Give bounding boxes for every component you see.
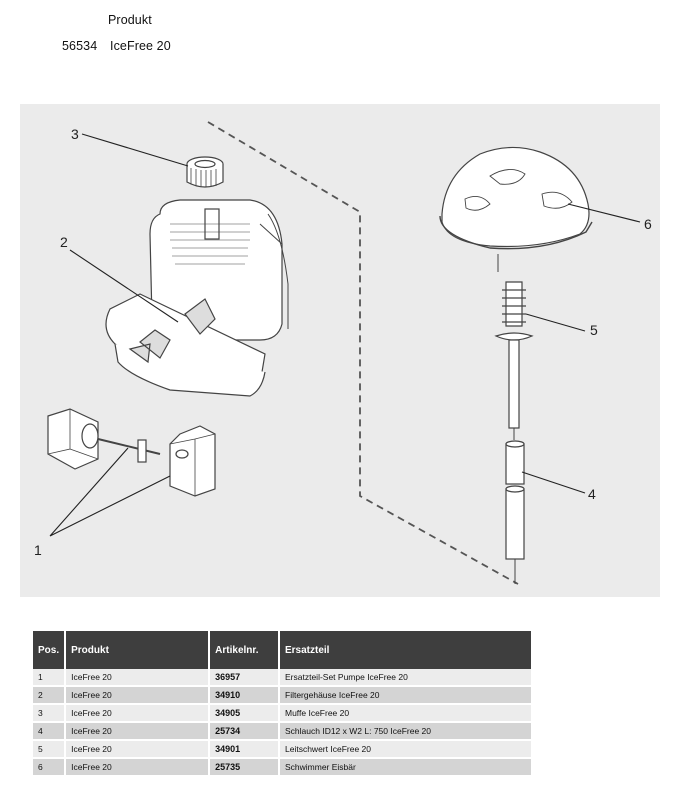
- table-row: 3 IceFree 20 34905 Muffe IceFree 20: [33, 704, 531, 723]
- table-row: 4 IceFree 20 25734 Schlauch ID12 x W2 L:…: [33, 722, 531, 741]
- cell-pos: 3: [33, 704, 67, 723]
- cell-spare-part: Ersatzteil-Set Pumpe IceFree 20: [279, 669, 531, 687]
- cell-spare-part: Leitschwert IceFree 20: [279, 740, 531, 759]
- spare-parts-table: Pos. Produkt Artikelnr. Ersatzteil 1 Ice…: [33, 631, 531, 777]
- cell-product: IceFree 20: [65, 686, 211, 705]
- cell-article-number: 34901: [209, 740, 280, 759]
- cell-article-number: 34905: [209, 704, 280, 723]
- table-row: 2 IceFree 20 34910 Filtergehäuse IceFree…: [33, 686, 531, 705]
- guide-sword-part: [494, 281, 534, 440]
- pump-part: [47, 408, 216, 497]
- product-name: IceFree 20: [110, 39, 171, 53]
- callout-6: 6: [644, 216, 652, 232]
- exploded-view-diagram: 3 2 1 6 5 4: [20, 104, 660, 597]
- float-part: [439, 146, 593, 272]
- hose-part: [505, 440, 525, 584]
- cell-spare-part: Schlauch ID12 x W2 L: 750 IceFree 20: [279, 722, 531, 741]
- cell-article-number: 36957: [209, 669, 280, 687]
- coupling-nut-part: [186, 156, 224, 188]
- cell-pos: 2: [33, 686, 67, 705]
- cell-product: IceFree 20: [65, 704, 211, 723]
- cell-article-number: 25735: [209, 758, 280, 777]
- callout-2: 2: [60, 234, 68, 250]
- table-row: 5 IceFree 20 34901 Leitschwert IceFree 2…: [33, 740, 531, 759]
- callout-5: 5: [590, 322, 598, 338]
- table-row: 6 IceFree 20 25735 Schwimmer Eisbär: [33, 758, 531, 777]
- col-product: Produkt: [65, 631, 211, 669]
- col-article-number: Artikelnr.: [209, 631, 280, 669]
- callout-3: 3: [71, 126, 79, 142]
- cell-spare-part: Muffe IceFree 20: [279, 704, 531, 723]
- cell-product: IceFree 20: [65, 758, 211, 777]
- cell-article-number: 25734: [209, 722, 280, 741]
- col-spare-part: Ersatzteil: [279, 631, 531, 669]
- callout-1: 1: [34, 542, 42, 558]
- cell-spare-part: Schwimmer Eisbär: [279, 758, 531, 777]
- cell-article-number: 34910: [209, 686, 280, 705]
- col-pos: Pos.: [33, 631, 67, 669]
- cell-pos: 6: [33, 758, 67, 777]
- table-header-row: Pos. Produkt Artikelnr. Ersatzteil: [33, 631, 531, 669]
- table-row: 1 IceFree 20 36957 Ersatzteil-Set Pumpe …: [33, 669, 531, 687]
- cell-pos: 4: [33, 722, 67, 741]
- product-number: 56534: [62, 39, 98, 53]
- cell-product: IceFree 20: [65, 669, 211, 687]
- exploded-view-drawing: [47, 121, 641, 585]
- cell-pos: 5: [33, 740, 67, 759]
- product-label: Produkt: [108, 13, 152, 27]
- filter-housing-part: [105, 199, 289, 397]
- cell-product: IceFree 20: [65, 740, 211, 759]
- cell-pos: 1: [33, 669, 67, 687]
- cell-spare-part: Filtergehäuse IceFree 20: [279, 686, 531, 705]
- cell-product: IceFree 20: [65, 722, 211, 741]
- callout-4: 4: [588, 486, 596, 502]
